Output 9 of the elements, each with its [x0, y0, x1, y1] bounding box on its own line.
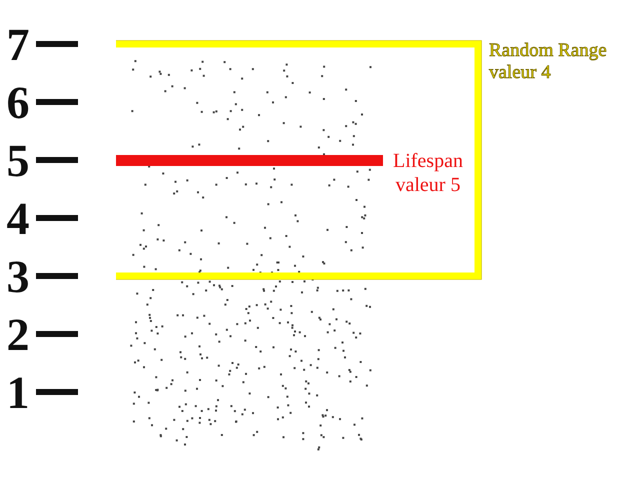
axis-number: 5	[6, 138, 30, 184]
axis-number: 7	[6, 22, 30, 68]
axis-number: 4	[6, 196, 30, 242]
lifespan-label: Lifespan valeur 5	[392, 149, 464, 197]
range-label: Random Range valeur 4	[489, 40, 608, 84]
axis-number: 6	[6, 80, 30, 126]
axis-number: 2	[6, 312, 30, 358]
axis-number: 1	[6, 370, 30, 416]
axis-number: 3	[6, 254, 30, 300]
